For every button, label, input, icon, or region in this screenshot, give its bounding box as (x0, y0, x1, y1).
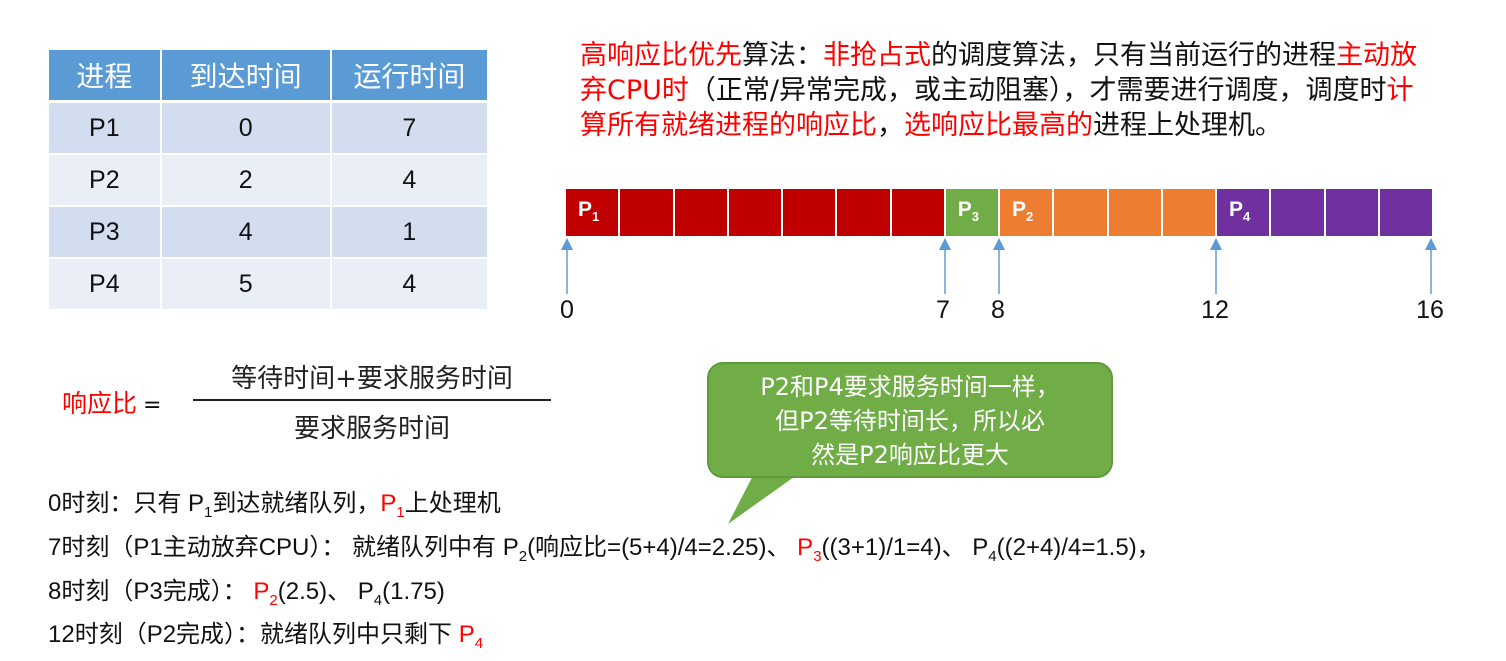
cell-process: P3 (49, 207, 162, 259)
gantt-label-p3: P3 (957, 198, 979, 225)
gantt-label-p2: P2 (1012, 198, 1034, 225)
desc-highlight: 计算所有就绪进程的响应比 (580, 75, 1414, 141)
cell-arrival: 5 (161, 259, 332, 311)
desc-text: 的调度算法，只有当前运行的进程 (931, 40, 1336, 71)
cell-arrival: 4 (161, 207, 332, 259)
desc-text: 算法： (742, 40, 823, 71)
callout-line: 但P2等待时间长，所以必 (775, 407, 1045, 435)
cell-process: P2 (49, 155, 162, 207)
table-row: P4 5 4 (49, 259, 487, 311)
step-line-t0: 0时刻：只有 P1到达就绪队列，P1上处理机 (48, 490, 501, 521)
arrow-up-icon (939, 238, 951, 294)
callout-bubble: P2和P4要求服务时间一样， 但P2等待时间长，所以必 然是P2响应比更大 (707, 362, 1113, 478)
formula-lhs: 响应比= (62, 384, 161, 420)
step-line-t12: 12时刻（P2完成）：就绪队列中只剩下 P4 (48, 621, 484, 653)
cell-process: P4 (49, 259, 162, 311)
table-row: P2 2 4 (49, 155, 487, 207)
gantt-cell-p4 (1325, 189, 1380, 236)
gantt-chart: P1 P3 P2 P4 (566, 189, 1432, 236)
gantt-cell-p4: P4 (1217, 189, 1272, 236)
gantt-cell-p2 (1108, 189, 1163, 236)
table-row: P3 4 1 (49, 207, 487, 259)
process-table: 进程 到达时间 运行时间 P1 0 7 P2 2 4 P3 4 1 P4 5 4 (49, 50, 487, 311)
gantt-cell-p1 (891, 189, 946, 236)
cell-run: 1 (331, 207, 487, 259)
callout-line: P2和P4要求服务时间一样， (760, 373, 1060, 401)
arrow-up-icon (1210, 238, 1222, 294)
gantt-cell-p1 (728, 189, 783, 236)
time-tick: 16 (1416, 296, 1444, 324)
desc-highlight: 选响应比最高的 (904, 110, 1093, 141)
gantt-cell-p1 (620, 189, 675, 236)
step-explanations: 0时刻：只有 P1到达就绪队列，P1上处理机 7时刻（P1主动放弃CPU）： 就… (48, 486, 1161, 661)
gantt-cell-p2 (1054, 189, 1109, 236)
desc-text: ， (877, 110, 904, 141)
time-tick: 12 (1201, 296, 1229, 324)
gantt-label-p1: P1 (578, 198, 600, 225)
time-tick: 8 (991, 296, 1005, 324)
gantt-cell-p1 (837, 189, 892, 236)
fraction-bar (193, 399, 551, 401)
desc-highlight: 高响应比优先 (580, 40, 742, 71)
algorithm-description: 高响应比优先算法：非抢占式的调度算法，只有当前运行的进程主动放弃CPU时（正常/… (580, 38, 1440, 143)
gantt-cell-p2: P2 (1000, 189, 1055, 236)
cell-arrival: 0 (161, 103, 332, 155)
cell-run: 7 (331, 103, 487, 155)
time-tick: 0 (560, 296, 574, 324)
header-process: 进程 (49, 50, 162, 103)
gantt-cell-p1 (783, 189, 838, 236)
formula-denominator: 要求服务时间 (293, 414, 450, 444)
desc-highlight: 主动放弃CPU时 (580, 40, 1417, 106)
cell-arrival: 2 (161, 155, 332, 207)
gantt-cell-p4 (1379, 189, 1432, 236)
gantt-cell-p4 (1271, 189, 1326, 236)
cell-process: P1 (49, 103, 162, 155)
gantt-label-p4: P4 (1229, 198, 1251, 225)
time-tick: 7 (936, 296, 950, 324)
desc-highlight: 非抢占式 (823, 40, 931, 71)
cell-run: 4 (331, 259, 487, 311)
formula-label: 响应比 (62, 389, 138, 418)
arrow-up-icon (1425, 238, 1437, 294)
desc-text: （正常/异常完成，或主动阻塞），才需要进行调度，调度时 (688, 75, 1387, 106)
callout-line: 然是P2响应比更大 (811, 441, 1009, 469)
gantt-cell-p2 (1162, 189, 1217, 236)
arrow-up-icon (993, 238, 1005, 294)
arrow-up-icon (561, 238, 573, 294)
table-header-row: 进程 到达时间 运行时间 (49, 50, 487, 103)
step-line-t7: 7时刻（P1主动放弃CPU）： 就绪队列中有 P2(响应比=(5+4)/4=2.… (48, 533, 1161, 565)
cell-run: 4 (331, 155, 487, 207)
header-run-time: 运行时间 (331, 50, 487, 103)
gantt-cell-p3: P3 (945, 189, 1000, 236)
step-line-t8: 8时刻（P3完成）： P2(2.5)、 P4(1.75) (48, 577, 445, 609)
gantt-cell-p1 (674, 189, 729, 236)
gantt-cell-p1: P1 (566, 189, 621, 236)
formula-numerator: 等待时间+要求服务时间 (231, 364, 513, 394)
formula-equals: = (143, 393, 162, 418)
desc-text: 进程上处理机。 (1093, 110, 1282, 141)
table-row: P1 0 7 (49, 103, 487, 155)
header-arrival-time: 到达时间 (161, 50, 332, 103)
